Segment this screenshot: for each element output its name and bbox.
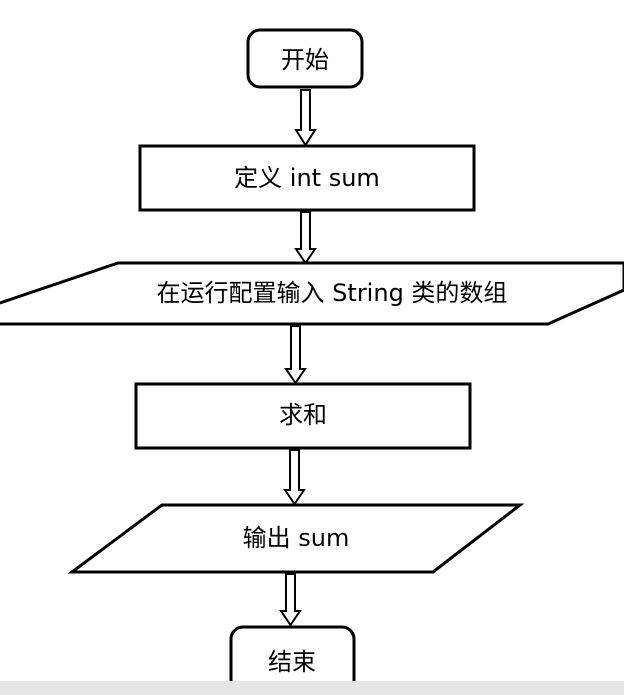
input-node: 在运行配置输入 String 类的数组 [0, 261, 624, 326]
define-node: 定义 int sum [138, 144, 476, 212]
start-node: 开始 [246, 28, 364, 89]
start-label: 开始 [281, 46, 329, 74]
arrow-input-to-sum [284, 325, 307, 385]
arrow-sum-to-output [283, 449, 306, 506]
arrow-define-to-input [294, 211, 317, 265]
arrow-start-to-define [294, 89, 317, 147]
end-label: 结束 [268, 648, 316, 676]
output-label: 输出 sum [243, 524, 350, 552]
arrow-output-to-end [279, 573, 302, 627]
output-node: 输出 sum [67, 503, 525, 574]
define-label: 定义 int sum [234, 164, 380, 192]
sum-label: 求和 [279, 401, 327, 429]
bottom-bar [0, 681, 624, 695]
end-node: 结束 [229, 625, 356, 695]
input-label: 在运行配置输入 String 类的数组 [157, 279, 508, 307]
sum-node: 求和 [134, 382, 472, 450]
